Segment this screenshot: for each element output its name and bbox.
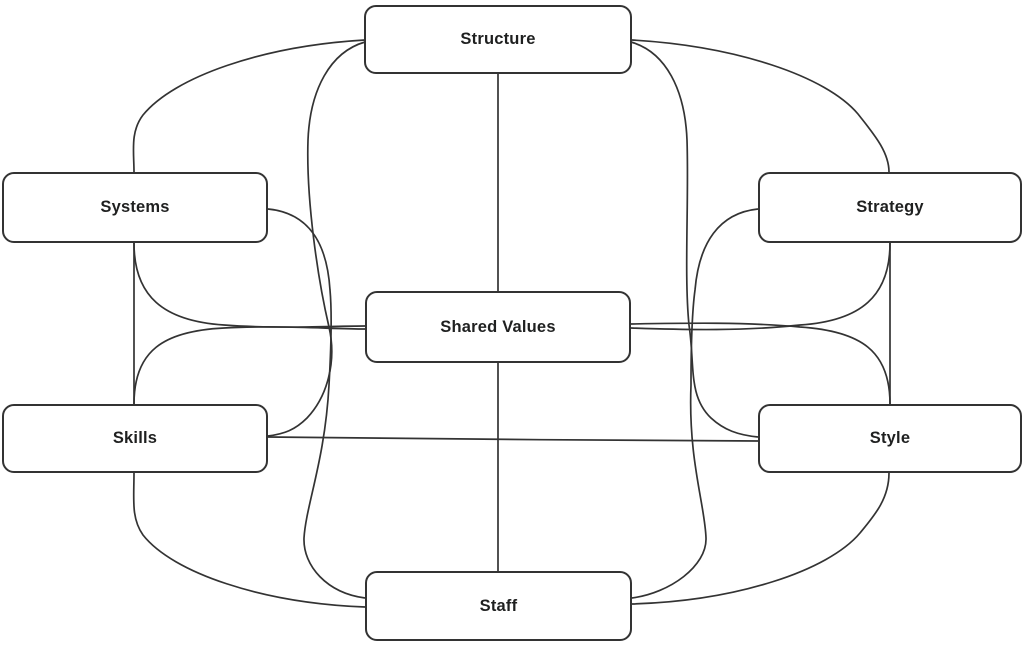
node-staff-label: Staff [479,596,518,615]
node-strategy: Strategy [758,172,1022,243]
node-style: Style [758,404,1022,473]
edge-skills-style [267,436,759,442]
node-skills-label: Skills [112,429,158,447]
edge-strategy-shared_values [630,242,891,331]
edge-structure-skills [267,41,366,437]
edge-structure-systems [132,39,366,173]
edge-shared_values-skills [133,326,366,405]
node-systems-label: Systems [100,198,170,216]
node-structure-label: Structure [460,30,536,48]
node-staff: Staff [365,571,632,641]
node-shared-values-label: Shared Values [440,317,556,336]
edge-systems-shared_values [133,242,366,328]
node-systems: Systems [2,172,268,243]
node-strategy-label: Strategy [856,198,924,216]
edge-structure-strategy [631,39,890,173]
edge-systems-staff [267,208,366,599]
edge-structure-style [630,41,759,438]
node-style-label: Style [869,429,911,447]
edge-skills-staff [132,472,366,608]
node-structure: Structure [364,5,632,74]
edge-shared_values-style [630,322,891,405]
node-shared-values: Shared Values [365,291,631,363]
edge-style-staff [631,472,890,605]
edge-strategy-staff [631,208,759,599]
node-skills: Skills [2,404,268,473]
